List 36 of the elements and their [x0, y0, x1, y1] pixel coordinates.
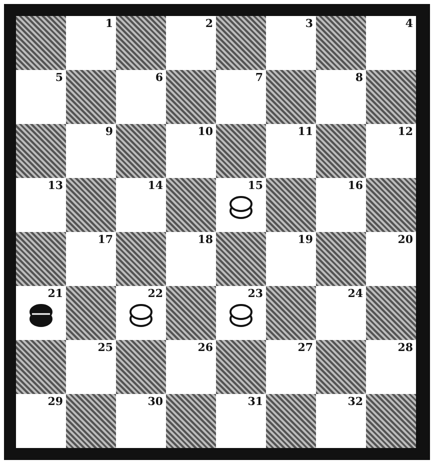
square-number: 4: [405, 18, 413, 30]
square-number: 32: [348, 396, 363, 408]
square-number: 21: [48, 288, 63, 300]
square-number: 19: [298, 234, 313, 246]
square-number: 16: [348, 180, 363, 192]
square-number: 8: [355, 72, 363, 84]
square-number: 5: [55, 72, 63, 84]
square-number: 11: [298, 126, 313, 138]
square-number: 27: [298, 342, 313, 354]
square-number: 31: [248, 396, 263, 408]
square-number: 28: [398, 342, 413, 354]
square-number: 23: [248, 288, 263, 300]
square-number: 14: [148, 180, 163, 192]
checker-piece: [229, 194, 253, 220]
square-number: 3: [305, 18, 313, 30]
square-number: 25: [98, 342, 113, 354]
checker-piece: [129, 302, 153, 328]
square-number: 24: [348, 288, 363, 300]
checker-piece: [29, 302, 53, 328]
square-number: 17: [98, 234, 113, 246]
square-number: 6: [155, 72, 163, 84]
square-number: 7: [255, 72, 263, 84]
square-number: 26: [198, 342, 213, 354]
square-number: 13: [48, 180, 63, 192]
square-number: 30: [148, 396, 163, 408]
square-number: 20: [398, 234, 413, 246]
square-number: 15: [248, 180, 263, 192]
square-number: 18: [198, 234, 213, 246]
square-number: 22: [148, 288, 163, 300]
square-number: 1: [105, 18, 113, 30]
square-number: 10: [198, 126, 213, 138]
square-number: 2: [205, 18, 213, 30]
square-number: 29: [48, 396, 63, 408]
checker-piece: [229, 302, 253, 328]
square-number: 12: [398, 126, 413, 138]
square-number: 9: [105, 126, 113, 138]
